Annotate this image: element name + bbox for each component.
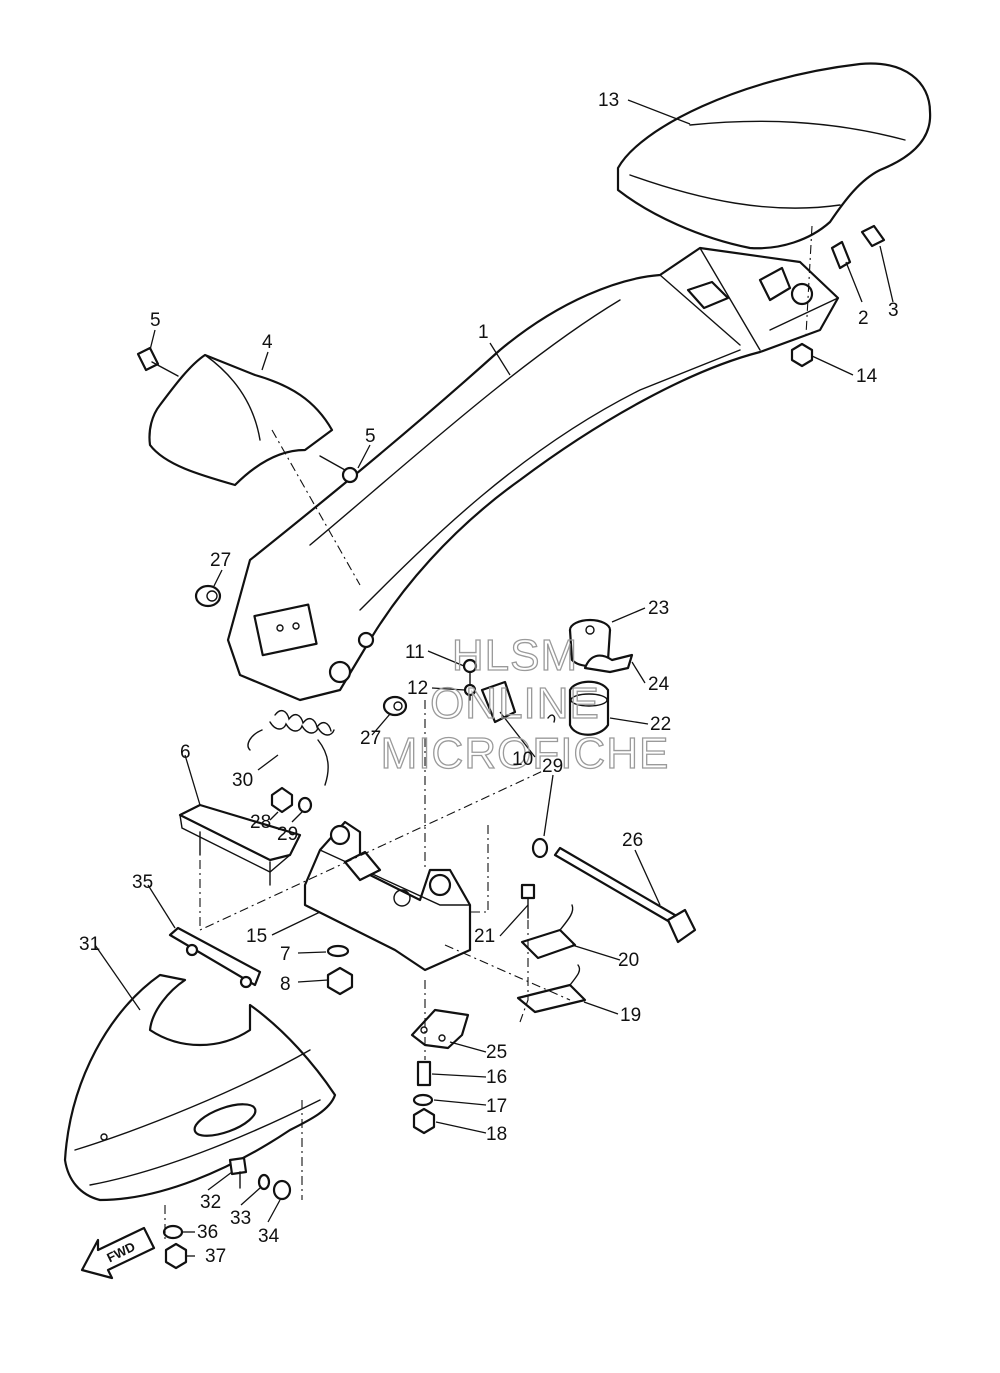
part-5-screw-a[interactable] xyxy=(136,346,179,377)
part-5-screw-b[interactable] xyxy=(319,455,359,484)
callout-2: 2 xyxy=(858,308,869,329)
callout-26: 26 xyxy=(622,830,643,851)
callout-17: 17 xyxy=(486,1096,507,1117)
callout-32: 32 xyxy=(200,1192,221,1213)
callout-4: 4 xyxy=(262,332,273,353)
callout-13: 13 xyxy=(598,90,619,111)
part-29-washer-a[interactable] xyxy=(297,796,313,814)
part-36-washer[interactable] xyxy=(162,1224,184,1240)
callout-labels: 13 2 3 14 1 5 4 5 27 23 11 24 12 22 27 1… xyxy=(79,90,899,1267)
forward-direction-arrow: FWD xyxy=(80,1226,156,1280)
callout-16: 16 xyxy=(486,1067,507,1088)
part-3-screw[interactable] xyxy=(860,224,886,248)
part-4-front-cap[interactable] xyxy=(148,353,334,487)
callout-15: 15 xyxy=(246,926,267,947)
callout-3: 3 xyxy=(888,300,899,321)
leader-lines xyxy=(94,99,894,1257)
callout-8: 8 xyxy=(280,974,291,995)
callout-6: 6 xyxy=(180,742,191,763)
callout-25: 25 xyxy=(486,1042,507,1063)
part-34-collar[interactable] xyxy=(272,1179,292,1201)
callout-35: 35 xyxy=(132,872,153,893)
callout-37: 37 xyxy=(205,1246,226,1267)
part-21-bolt[interactable] xyxy=(520,883,536,919)
callout-24: 24 xyxy=(648,674,670,695)
part-1-main-arm[interactable] xyxy=(226,246,840,702)
part-20-clip[interactable] xyxy=(520,904,577,960)
callout-29-left: 29 xyxy=(277,824,298,845)
callout-5-top: 5 xyxy=(150,310,161,331)
part-29-washer-b[interactable] xyxy=(531,837,549,859)
callout-7: 7 xyxy=(280,944,291,965)
part-2-clip[interactable] xyxy=(830,240,852,270)
callout-27-lower: 27 xyxy=(360,728,381,749)
part-25-plate[interactable] xyxy=(410,1008,470,1050)
part-35-rod[interactable] xyxy=(168,926,262,989)
part-13-cover[interactable] xyxy=(616,62,932,250)
part-14-nut[interactable] xyxy=(790,342,814,368)
part-10-pin[interactable] xyxy=(480,680,556,724)
callout-1: 1 xyxy=(478,322,489,343)
part-7-washer[interactable] xyxy=(326,944,350,958)
callout-14: 14 xyxy=(856,366,878,387)
assembly-lines xyxy=(164,225,813,1240)
part-37-nut[interactable] xyxy=(164,1242,188,1270)
callout-18: 18 xyxy=(486,1124,507,1145)
callout-22: 22 xyxy=(650,714,671,735)
callout-31: 31 xyxy=(79,934,100,955)
callout-29-right: 29 xyxy=(542,756,563,777)
watermark-line-2: ONLINE xyxy=(430,679,600,728)
callout-21: 21 xyxy=(474,926,495,947)
part-19-clip[interactable] xyxy=(516,964,587,1014)
callout-20: 20 xyxy=(618,950,639,971)
part-6-bracket-bar[interactable] xyxy=(178,803,302,886)
callout-27-upper: 27 xyxy=(210,550,231,571)
part-8-nut[interactable] xyxy=(326,966,354,996)
part-27-bushing-a[interactable] xyxy=(194,584,222,608)
callout-10: 10 xyxy=(512,749,533,770)
part-16-stud[interactable] xyxy=(416,1060,432,1087)
callout-34: 34 xyxy=(258,1226,280,1247)
callout-12: 12 xyxy=(407,678,428,699)
part-31-lower-cover[interactable] xyxy=(63,973,337,1202)
callout-36: 36 xyxy=(197,1222,218,1243)
part-22-grommet[interactable] xyxy=(568,680,610,736)
watermark-line-3: MICROFICHE xyxy=(381,729,670,778)
callout-33: 33 xyxy=(230,1208,251,1229)
callout-28: 28 xyxy=(250,812,271,833)
part-32-bolt[interactable] xyxy=(228,1156,248,1189)
watermark-line-1: HLSM xyxy=(452,631,578,680)
part-24-tie[interactable] xyxy=(583,653,634,674)
callout-19: 19 xyxy=(620,1005,641,1026)
part-33-washer[interactable] xyxy=(257,1173,271,1191)
part-17-washer[interactable] xyxy=(412,1093,434,1107)
callout-5-mid: 5 xyxy=(365,426,376,447)
part-27-bushing-b[interactable] xyxy=(382,695,408,717)
part-30-spring[interactable] xyxy=(247,709,335,786)
callout-11: 11 xyxy=(405,642,425,663)
callout-23: 23 xyxy=(648,598,669,619)
callout-30: 30 xyxy=(232,770,253,791)
watermark: HLSM ONLINE MICROFICHE xyxy=(380,630,670,778)
part-18-nut[interactable] xyxy=(412,1107,436,1135)
part-15-lower-bracket[interactable] xyxy=(303,820,472,972)
part-28-nut[interactable] xyxy=(270,786,294,814)
part-26-long-bolt[interactable] xyxy=(553,846,697,944)
